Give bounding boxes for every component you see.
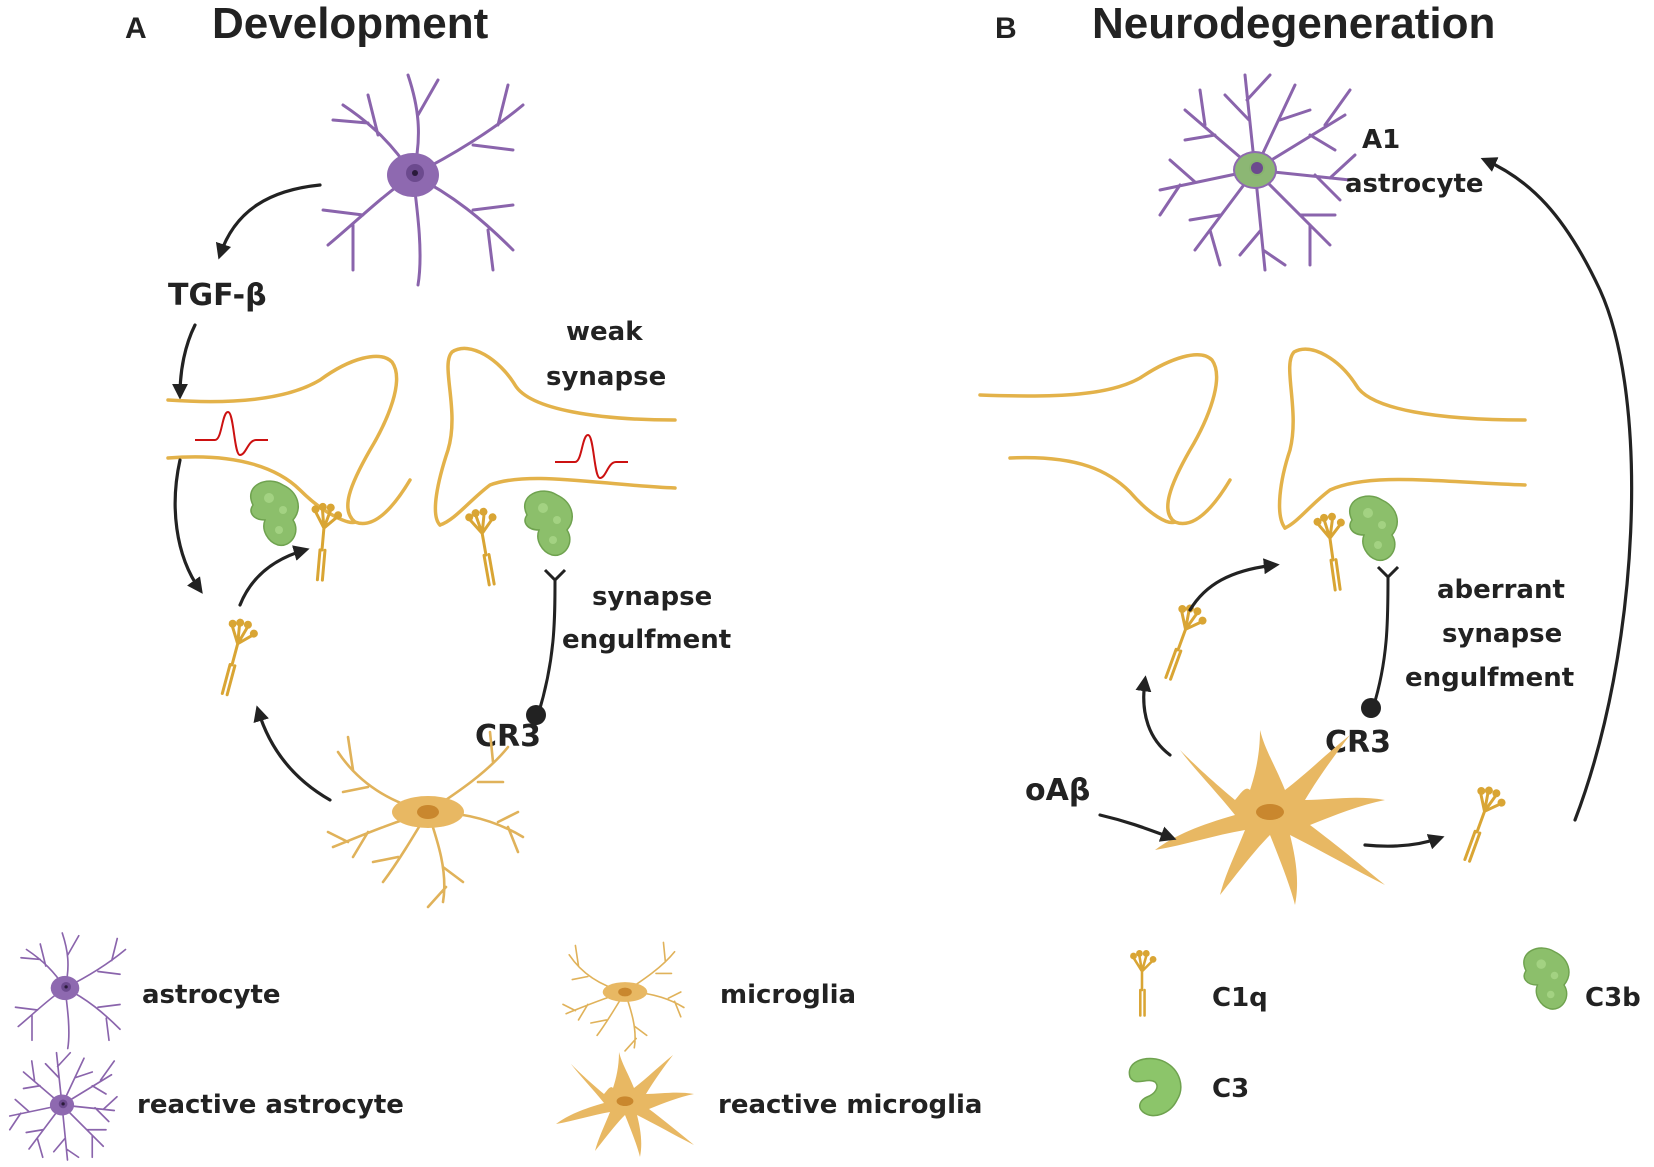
panel-a-title: Development bbox=[212, 0, 489, 48]
c3b-on-synapse-b bbox=[1348, 495, 1398, 562]
legend-reactive-microglia-label: reactive microglia bbox=[718, 1090, 982, 1120]
c1q-free-a bbox=[209, 614, 263, 700]
cr3-receptor-b bbox=[1371, 565, 1400, 709]
arrow-tgf-to-membrane bbox=[172, 323, 197, 400]
arrow-microglia-to-c1q-upper bbox=[1135, 675, 1172, 757]
legend-astrocyte-icon bbox=[14, 932, 127, 1050]
c1q-on-right-synapse-a bbox=[462, 504, 510, 589]
weak-synapse-line1: weak bbox=[566, 317, 643, 347]
legend-c3b-label: C3b bbox=[1585, 983, 1641, 1013]
arrow-microglia-to-c1q-right bbox=[1363, 834, 1445, 850]
weak-synapse-line2: synapse bbox=[546, 362, 666, 392]
legend-reactive-astrocyte-icon bbox=[8, 1051, 118, 1161]
arrow-microglia-to-c1q bbox=[253, 705, 332, 802]
aberrant-line3: engulfment bbox=[1405, 663, 1574, 693]
panel-a-letter: A bbox=[125, 12, 147, 45]
legend-c3-label: C3 bbox=[1212, 1074, 1249, 1104]
legend-c1q-label: C1q bbox=[1212, 983, 1268, 1013]
c1q-on-left-synapse-a bbox=[303, 500, 345, 583]
action-potential-a-right bbox=[555, 433, 628, 480]
synapse-membranes-b bbox=[978, 347, 1527, 530]
arrow-membrane-to-c1q bbox=[173, 458, 203, 594]
legend-c3b-icon bbox=[1523, 947, 1570, 1010]
cr3-dot-a bbox=[526, 705, 546, 725]
legend-reactive-microglia-icon bbox=[556, 1052, 694, 1157]
microglia-cell-a bbox=[326, 730, 525, 909]
astrocyte-cell-a bbox=[321, 73, 525, 287]
legend-c1q-icon bbox=[1128, 948, 1158, 1017]
cr3-receptor-a bbox=[536, 568, 567, 716]
c3b-on-left-synapse-a bbox=[249, 480, 299, 547]
synapse-engulfment-line1: synapse bbox=[592, 582, 712, 612]
a1-label-line2: astrocyte bbox=[1345, 169, 1484, 199]
panel-b-letter: B bbox=[995, 12, 1017, 45]
cr3-label-b: CR3 bbox=[1325, 725, 1391, 760]
aberrant-line1: aberrant bbox=[1437, 575, 1565, 605]
cr3-dot-b bbox=[1361, 698, 1381, 718]
a1-astrocyte-cell bbox=[1158, 73, 1357, 272]
a1-label-line1: A1 bbox=[1362, 125, 1400, 155]
synapse-membranes-a bbox=[166, 346, 677, 527]
c1q-on-synapse-b bbox=[1311, 509, 1356, 594]
panel-b-title: Neurodegeneration bbox=[1092, 0, 1495, 48]
legend-microglia-label: microglia bbox=[720, 980, 856, 1010]
arrow-c1q-to-synapse bbox=[238, 545, 310, 607]
c3b-on-right-synapse-a bbox=[523, 490, 573, 557]
arrow-c1q-to-a1-astrocyte bbox=[1480, 157, 1634, 822]
arrow-astrocyte-to-tgf bbox=[215, 183, 322, 260]
synapse-engulfment-line2: engulfment bbox=[562, 625, 731, 655]
c1q-free-b-right bbox=[1452, 781, 1511, 868]
legend-reactive-astrocyte-label: reactive astrocyte bbox=[137, 1090, 404, 1120]
legend-astrocyte-label: astrocyte bbox=[142, 980, 281, 1010]
c1q-free-b-upper bbox=[1153, 599, 1212, 686]
legend-microglia-icon bbox=[562, 941, 685, 1052]
legend-c3-icon bbox=[1128, 1057, 1182, 1117]
action-potential-a-left bbox=[195, 410, 268, 457]
arrow-oabeta-to-microglia bbox=[1098, 813, 1177, 842]
arrow-c1q-to-synapse-b bbox=[1188, 558, 1280, 612]
oabeta-label: oAβ bbox=[1025, 773, 1090, 808]
aberrant-line2: synapse bbox=[1442, 619, 1562, 649]
tgf-beta-label: TGF-β bbox=[168, 278, 267, 313]
